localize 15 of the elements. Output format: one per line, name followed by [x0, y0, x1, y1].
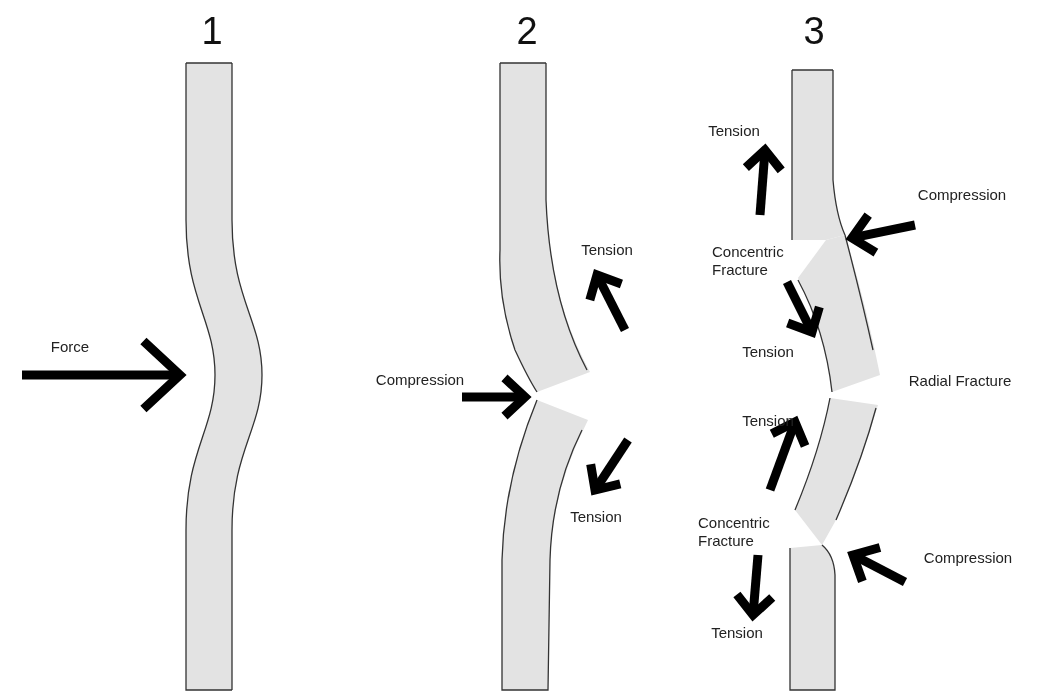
- force-label: Force: [50, 338, 90, 356]
- panel-number: 1: [201, 9, 223, 55]
- panel-number: 3: [803, 9, 825, 55]
- force-label: Tension: [570, 508, 622, 526]
- force-label: Tension: [708, 122, 760, 140]
- force-label: Tension: [742, 343, 794, 361]
- panel-number: 2: [516, 9, 538, 55]
- fracture-label: Concentric Fracture: [712, 243, 785, 279]
- force-label: Compression: [917, 186, 1007, 204]
- force-label: Tension: [581, 241, 633, 259]
- fracture-label: Concentric Fracture: [698, 514, 771, 550]
- force-label: Compression: [375, 371, 465, 389]
- force-label: Compression: [923, 549, 1013, 567]
- force-label: Tension: [711, 624, 763, 642]
- fracture-label: Radial Fracture: [908, 372, 1012, 390]
